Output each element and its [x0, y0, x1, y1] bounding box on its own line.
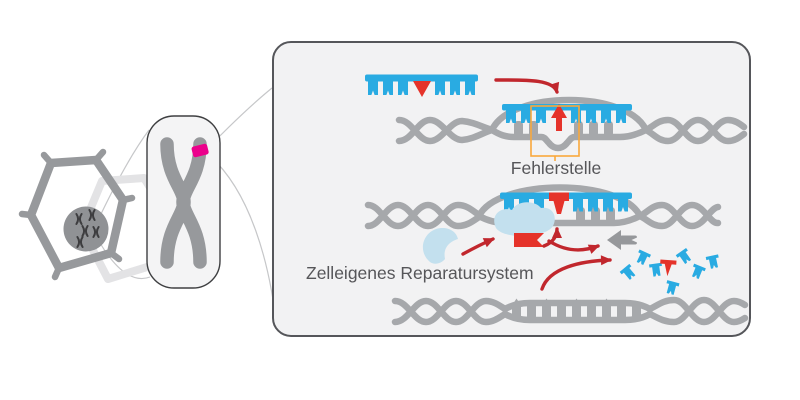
repair-enzyme-free [422, 228, 458, 264]
arrow-enzyme-to-dna [461, 237, 495, 256]
excised-faulty-base [607, 230, 637, 250]
correction-base-at-error [551, 104, 567, 131]
chromatid-right [176, 137, 207, 269]
chromosome-box [146, 115, 221, 289]
dna-under-repair [364, 184, 722, 264]
arrow-oligo-to-dna [494, 78, 560, 94]
cell [18, 148, 136, 281]
cell-junction-stubs [18, 148, 136, 281]
magnified-panel [272, 41, 751, 337]
oligo-teeth [368, 81, 475, 95]
repair-enzyme-bound [494, 202, 555, 237]
degraded-oligo-fragments [619, 247, 719, 295]
red-base-in-duplex [549, 192, 569, 214]
arrow-insert-base [542, 227, 562, 248]
repair-oligonucleotide [365, 74, 478, 97]
arrow-dna-to-fragments [540, 255, 612, 291]
error-site-label: Fehlerstelle [511, 158, 601, 178]
repaired-dna [391, 296, 749, 326]
dna-bubble-arc [488, 96, 650, 134]
dna-with-error-site [395, 96, 748, 161]
paired-bases-zipper [512, 298, 641, 319]
mini-chromosomes [75, 209, 100, 248]
replacement-nucleotide-piece [514, 233, 544, 247]
arrow-remove-base [547, 239, 600, 254]
repair-system-label: Zelleigenes Reparatursystem [306, 263, 534, 283]
mutation-site-mark [191, 143, 209, 158]
degraded-red-base-fragment [660, 259, 677, 277]
correct-base-red [413, 81, 431, 97]
